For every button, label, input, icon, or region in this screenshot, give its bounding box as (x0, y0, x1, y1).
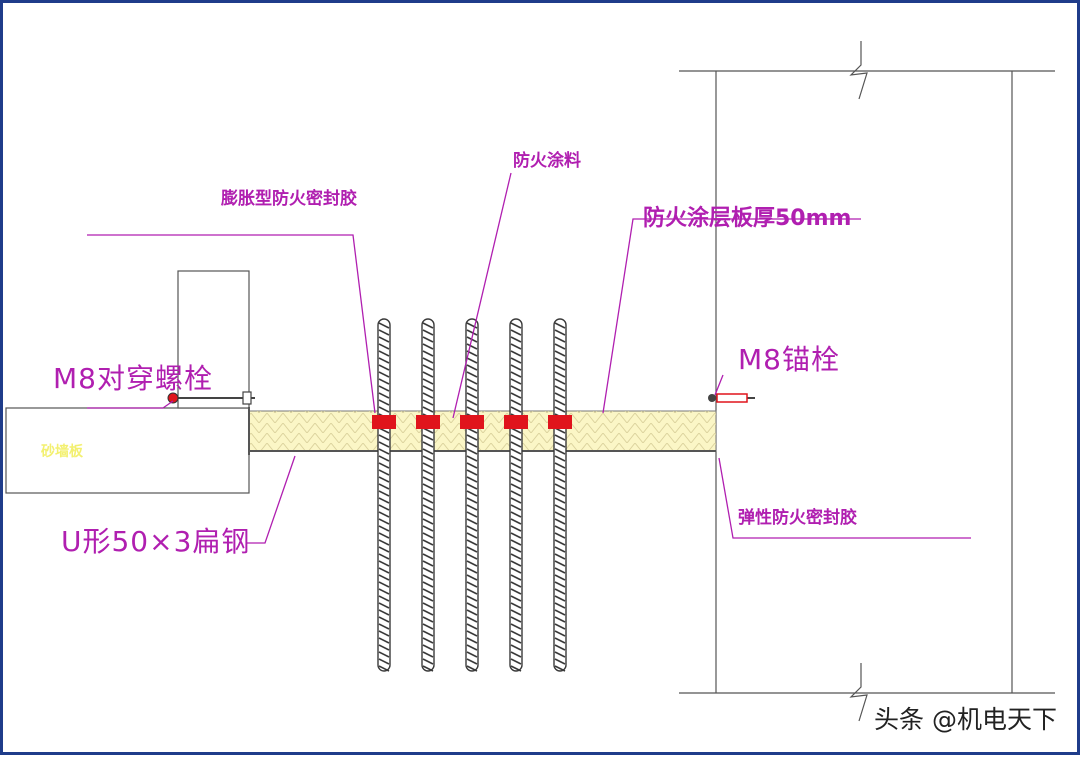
intumescent-seal-group (372, 415, 572, 429)
seal-block-1 (372, 415, 396, 429)
cable-group (377, 318, 567, 672)
cable-1 (377, 318, 391, 672)
leader-m8-right (714, 374, 724, 396)
leader-m8-left (87, 400, 174, 409)
seal-block-4 (504, 415, 528, 429)
right-wall (679, 41, 1055, 722)
label-fire-coating: 防火涂料 (513, 151, 581, 171)
label-u-flat-steel: U形50×3扁钢 (61, 525, 251, 558)
left-wall (5, 407, 250, 494)
left-upper-structure (177, 270, 250, 409)
cable-3 (465, 318, 479, 672)
leader-elastic (718, 457, 971, 539)
cable-4 (509, 318, 523, 672)
cable-2 (421, 318, 435, 672)
leader-lines (87, 172, 971, 544)
leader-fire-coating (452, 172, 512, 419)
leader-board-thickness (602, 218, 861, 414)
seal-block-5 (548, 415, 572, 429)
label-fire-board-thickness: 防火涂层板厚50mm (643, 206, 852, 231)
m8-through-bolt (167, 391, 255, 405)
leader-u-steel (247, 455, 296, 544)
m8-anchor-bolt (708, 393, 755, 403)
leader-intumescent (87, 234, 376, 414)
label-m8-anchor-bolt: M8锚栓 (738, 343, 840, 376)
seal-block-2 (416, 415, 440, 429)
label-intumescent-sealant: 膨胀型防火密封胶 (221, 189, 357, 209)
watermark: 头条 @机电天下 (874, 705, 1057, 734)
seal-block-3 (460, 415, 484, 429)
fireproof-sealing-diagram (5, 41, 1055, 722)
label-wall: 砂墙板 (41, 444, 83, 460)
cable-5 (553, 318, 567, 672)
label-m8-through-bolt: M8对穿螺栓 (53, 362, 213, 395)
label-elastic-sealant: 弹性防火密封胶 (738, 508, 857, 528)
